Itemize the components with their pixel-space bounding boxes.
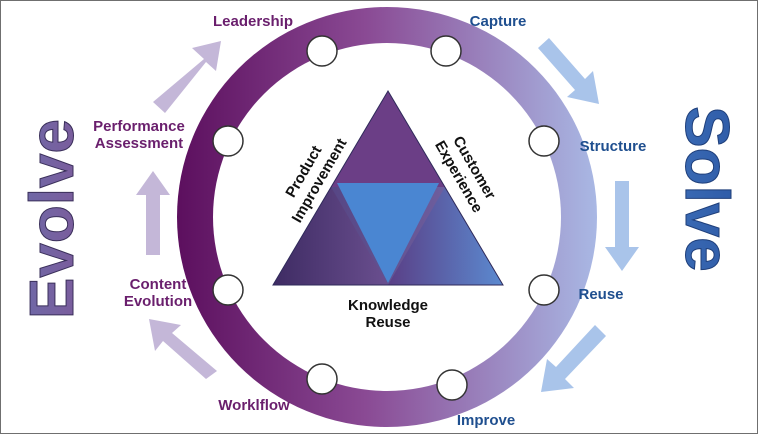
node-capture xyxy=(430,35,462,67)
label-structure: Structure xyxy=(580,138,647,155)
node-leadership xyxy=(306,35,338,67)
solve-arrows xyxy=(538,38,639,392)
label-knowledge: Knowledge xyxy=(348,297,428,314)
evolve-title: Evolve xyxy=(18,119,87,319)
node-improve xyxy=(436,369,468,401)
label-reuse: Reuse xyxy=(578,286,623,303)
evolve-arrows xyxy=(136,41,221,379)
label-assessment: Assessment xyxy=(95,135,183,152)
label-workflow: Worklflow xyxy=(218,397,290,414)
center-triangle xyxy=(272,90,504,286)
label-content: Content xyxy=(130,276,187,293)
arrow-capture-to-structure xyxy=(538,38,599,104)
inner-inverted-triangle xyxy=(337,183,439,283)
label-knowledge-reuse: Reuse xyxy=(365,314,410,331)
node-performance-assessment xyxy=(212,125,244,157)
arrow-content-to-performance xyxy=(136,171,170,255)
arrow-reuse-to-improve xyxy=(541,325,606,392)
node-reuse xyxy=(528,274,560,306)
solve-title: Solve xyxy=(672,106,741,271)
label-leadership: Leadership xyxy=(213,13,293,30)
label-evolution: Evolution xyxy=(124,293,192,310)
arrow-workflow-to-content xyxy=(149,319,217,379)
label-improve: Improve xyxy=(457,412,515,429)
ring-nodes xyxy=(212,35,560,401)
label-capture: Capture xyxy=(470,13,527,30)
node-workflow xyxy=(306,363,338,395)
arrow-performance-to-leadership xyxy=(153,41,221,113)
node-content-evolution xyxy=(212,274,244,306)
arrow-structure-to-reuse xyxy=(605,181,639,271)
node-structure xyxy=(528,125,560,157)
label-performance: Performance xyxy=(93,118,185,135)
